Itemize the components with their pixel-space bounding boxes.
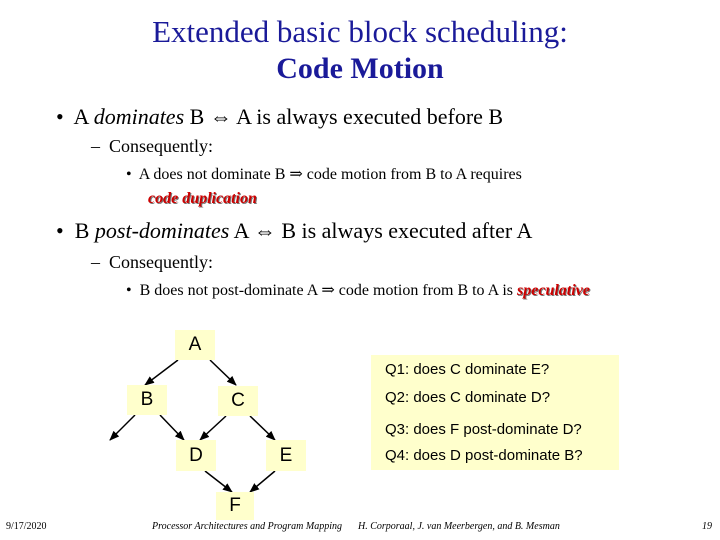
sub-bullet-text: Consequently: [109, 252, 213, 272]
sub-bullet-consequently-2: – Consequently: [91, 252, 213, 273]
bullet-post-dominates: • B post-dominates A ⇔ B is always execu… [56, 218, 532, 244]
iff-symbol: ⇔ [209, 104, 232, 129]
bullet-marker: • [56, 218, 64, 243]
footer-course: Processor Architectures and Program Mapp… [152, 521, 342, 532]
node-d: D [176, 440, 216, 471]
sub-sub-text: code motion from B to A requires [302, 166, 522, 183]
sub-sub-bullet-duplication: • A does not dominate B ⇒ code motion fr… [126, 164, 522, 184]
node-b: B [127, 385, 167, 415]
question-4: Q4: does D post-dominate B? [371, 445, 619, 470]
bullet-text: B [184, 104, 210, 129]
slide-title: Extended basic block scheduling: [152, 14, 568, 49]
edge-c-d [199, 415, 227, 441]
bullet-text: A is always executed before B [231, 104, 504, 129]
highlight-speculative: speculative [517, 282, 590, 299]
footer-authors: H. Corporaal, J. van Meerbergen, and B. … [358, 521, 560, 532]
edge-e-f [249, 470, 276, 493]
question-1: Q1: does C dominate E? [371, 355, 619, 385]
term-post-dominates: post-dominates [94, 218, 230, 243]
iff-symbol: ⇔ [253, 218, 276, 243]
footer-date: 9/17/2020 [6, 521, 47, 532]
edge-b-exit [109, 414, 136, 441]
term-dominates: dominates [93, 104, 185, 129]
implies-symbol: ⇒ [289, 166, 303, 183]
sub-sub-text: code motion from B to A is [334, 282, 518, 299]
node-e: E [266, 440, 306, 471]
question-2: Q2: does C dominate D? [371, 385, 619, 415]
edge-a-b [144, 359, 179, 386]
slide-subtitle: Code Motion [276, 52, 444, 85]
edge-b-d [159, 414, 185, 441]
bullet-marker: • [56, 104, 64, 129]
node-c: C [218, 386, 258, 416]
edge-a-c [209, 359, 237, 386]
bullet-marker: • [126, 166, 132, 183]
sub-sub-bullet-speculative: • B does not post-dominate A ⇒ code moti… [126, 280, 590, 300]
question-3: Q3: does F post-dominate D? [371, 415, 619, 445]
bullet-text: A [73, 104, 94, 129]
bullet-dominates: • A dominates B ⇔ A is always executed b… [56, 104, 503, 130]
bullet-text: B [74, 218, 95, 243]
edge-c-e [249, 415, 276, 441]
bullet-text: B is always executed after A [275, 218, 533, 243]
node-f: F [216, 492, 254, 520]
edge-d-f [204, 470, 233, 493]
sub-sub-text: A does not dominate B [138, 166, 290, 183]
bullet-marker: • [126, 282, 132, 299]
sub-sub-text: B does not post-dominate A [139, 282, 322, 299]
bullet-text: A [229, 218, 254, 243]
implies-symbol: ⇒ [321, 282, 335, 299]
sub-bullet-consequently-1: – Consequently: [91, 136, 213, 157]
highlight-code-duplication: code duplication [148, 190, 257, 207]
sub-bullet-text: Consequently: [109, 136, 213, 156]
dash-marker: – [91, 136, 100, 156]
node-a: A [175, 330, 215, 360]
dash-marker: – [91, 252, 100, 272]
footer-page-number: 19 [702, 521, 712, 532]
